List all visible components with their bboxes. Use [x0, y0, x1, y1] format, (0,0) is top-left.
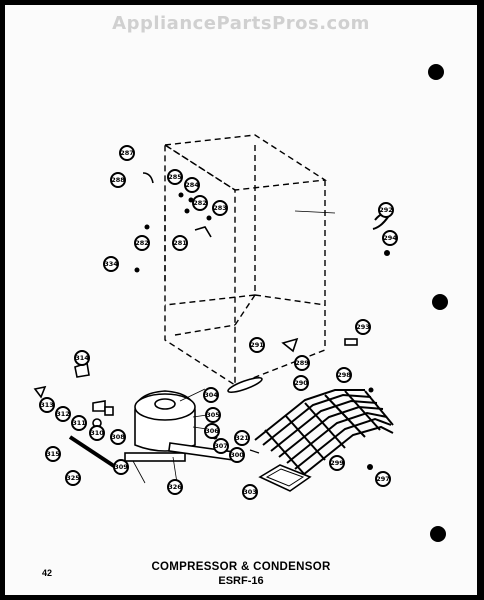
drain-pan — [258, 464, 312, 492]
model-number: ESRF-16 — [218, 575, 264, 587]
callout-label: 303 — [243, 488, 257, 496]
part-callouts: 287 288 285 284 282 283 281 282 334 292 … — [39, 145, 398, 500]
callout-303: 303 — [242, 484, 258, 500]
callout-label: 299 — [330, 459, 344, 467]
watermark: AppliancePartsPros.com — [112, 13, 370, 34]
callout-label: 326 — [168, 483, 182, 491]
callout-287: 287 — [119, 145, 135, 161]
callout-298: 298 — [336, 367, 352, 383]
callout-label: 304 — [204, 391, 218, 399]
callout-293: 293 — [355, 319, 371, 335]
callout-label: 291 — [250, 341, 264, 349]
cabinet-outline — [162, 134, 328, 387]
callout-321: 321 — [234, 430, 250, 446]
callout-label: 305 — [206, 411, 220, 419]
title-block: COMPRESSOR & CONDENSOR ESRF-16 — [5, 561, 477, 587]
callout-294: 294 — [382, 230, 398, 246]
callout-label: 294 — [383, 234, 397, 242]
callout-label: 310 — [90, 429, 104, 437]
callout-label: 300 — [230, 451, 244, 459]
callout-label: 334 — [104, 260, 118, 268]
callout-334: 334 — [103, 256, 119, 272]
callout-282b: 282 — [134, 235, 150, 251]
callout-label: 282 — [135, 239, 149, 247]
callout-326: 326 — [167, 479, 183, 495]
callout-label: 315 — [46, 450, 60, 458]
callout-label: 290 — [294, 379, 308, 387]
exploded-parts-diagram: 287 288 285 284 282 283 281 282 334 292 … — [33, 134, 398, 500]
callout-label: 292 — [379, 206, 393, 214]
callout-label: 289 — [295, 359, 309, 367]
callout-309: 309 — [113, 459, 129, 475]
callout-label: 285 — [168, 173, 182, 181]
callout-314: 314 — [74, 350, 90, 366]
callout-label: 281 — [173, 239, 187, 247]
callout-label: 298 — [337, 371, 351, 379]
callout-291: 291 — [249, 337, 265, 353]
callout-312: 312 — [55, 406, 71, 422]
callout-285: 285 — [167, 169, 183, 185]
callout-label: 321 — [235, 434, 249, 442]
small-parts — [33, 172, 390, 472]
callout-label: 288 — [111, 176, 125, 184]
callout-307: 307 — [213, 438, 229, 454]
callout-315: 315 — [45, 446, 61, 462]
callout-300: 300 — [229, 447, 245, 463]
callout-288: 288 — [110, 172, 126, 188]
callout-label: 311 — [72, 419, 86, 427]
callout-label: 306 — [205, 427, 219, 435]
callout-label: 282 — [193, 199, 207, 207]
binder-hole — [432, 294, 448, 310]
page-number: 42 — [42, 568, 53, 578]
callout-292: 292 — [378, 202, 394, 218]
compressor — [124, 388, 236, 484]
callout-313: 313 — [39, 397, 55, 413]
binder-hole — [428, 64, 444, 80]
callout-label: 308 — [111, 433, 125, 441]
callout-label: 284 — [185, 181, 199, 189]
callout-label: 307 — [214, 442, 228, 450]
callout-284: 284 — [184, 177, 200, 193]
callout-label: 325 — [66, 474, 80, 482]
callout-label: 313 — [40, 401, 54, 409]
callout-311: 311 — [71, 415, 87, 431]
callout-283: 283 — [212, 200, 228, 216]
callout-297: 297 — [375, 471, 391, 487]
callout-305: 305 — [205, 407, 221, 423]
callout-308: 308 — [110, 429, 126, 445]
callout-325: 325 — [65, 470, 81, 486]
callout-304: 304 — [203, 387, 219, 403]
callout-306: 306 — [204, 423, 220, 439]
callout-289: 289 — [294, 355, 310, 371]
callout-label: 309 — [114, 463, 128, 471]
binder-hole — [430, 526, 446, 542]
callout-label: 283 — [213, 204, 227, 212]
condenser-coil — [254, 389, 394, 476]
callout-290: 290 — [293, 375, 309, 391]
callout-label: 314 — [75, 354, 89, 362]
callout-label: 312 — [56, 410, 70, 418]
callout-label: 293 — [356, 323, 370, 331]
callout-label: 297 — [376, 475, 390, 483]
diagram-caption: COMPRESSOR & CONDENSOR — [151, 561, 331, 573]
callout-299: 299 — [329, 455, 345, 471]
diagram-sheet: AppliancePartsPros.com — [5, 5, 477, 595]
callout-282: 282 — [192, 195, 208, 211]
callout-label: 287 — [120, 149, 134, 157]
callout-310: 310 — [89, 425, 105, 441]
callout-281: 281 — [172, 235, 188, 251]
